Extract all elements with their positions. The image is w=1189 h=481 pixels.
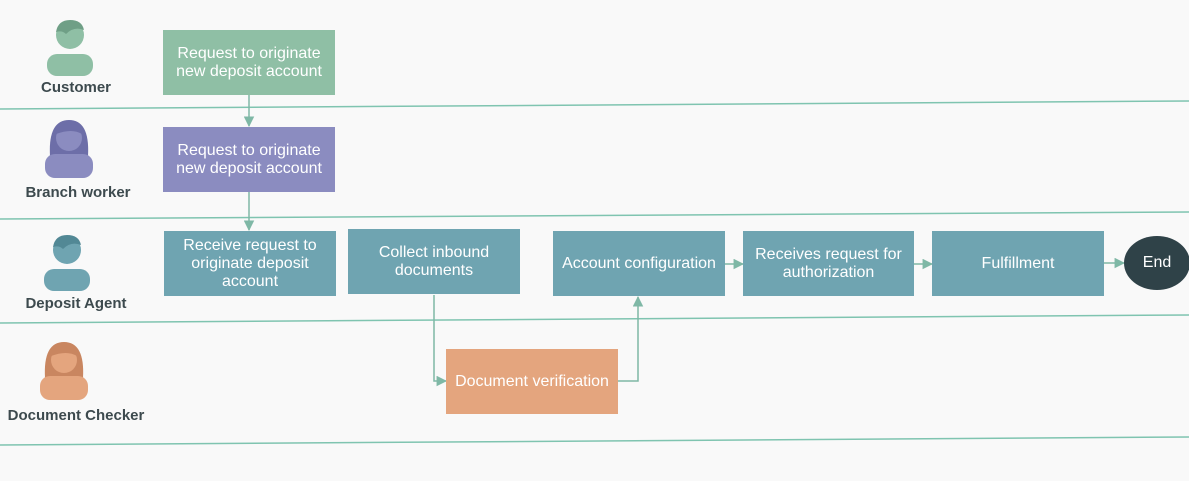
male-user-icon bbox=[44, 235, 90, 291]
step-authorization: Receives request for authorization bbox=[743, 231, 914, 296]
lane-separator bbox=[0, 314, 1189, 324]
lane-label-branch-worker: Branch worker bbox=[25, 184, 131, 201]
end-node: End bbox=[1124, 236, 1189, 290]
lane-separator bbox=[0, 100, 1189, 110]
lane-label-deposit-agent: Deposit Agent bbox=[25, 295, 127, 312]
lane-label-customer: Customer bbox=[40, 79, 111, 96]
step-collect-documents: Collect inbound documents bbox=[348, 229, 520, 294]
lane-separator bbox=[0, 436, 1189, 446]
step-fulfillment: Fulfillment bbox=[932, 231, 1104, 296]
lane-label-document-checker: Document Checker bbox=[7, 407, 145, 424]
step-customer-request: Request to originate new deposit account bbox=[163, 30, 335, 95]
step-receive-request: Receive request to originate deposit acc… bbox=[164, 231, 336, 296]
arrow-collect-to-verification bbox=[433, 295, 448, 387]
male-user-icon bbox=[47, 20, 93, 76]
step-document-verification: Document verification bbox=[446, 349, 618, 414]
step-account-configuration: Account configuration bbox=[553, 231, 725, 296]
step-branch-request: Request to originate new deposit account bbox=[163, 127, 335, 192]
arrow-verification-to-configuration bbox=[618, 295, 644, 382]
lane-separator bbox=[0, 211, 1189, 220]
female-user-icon bbox=[45, 120, 93, 178]
female-user-icon bbox=[40, 342, 88, 400]
